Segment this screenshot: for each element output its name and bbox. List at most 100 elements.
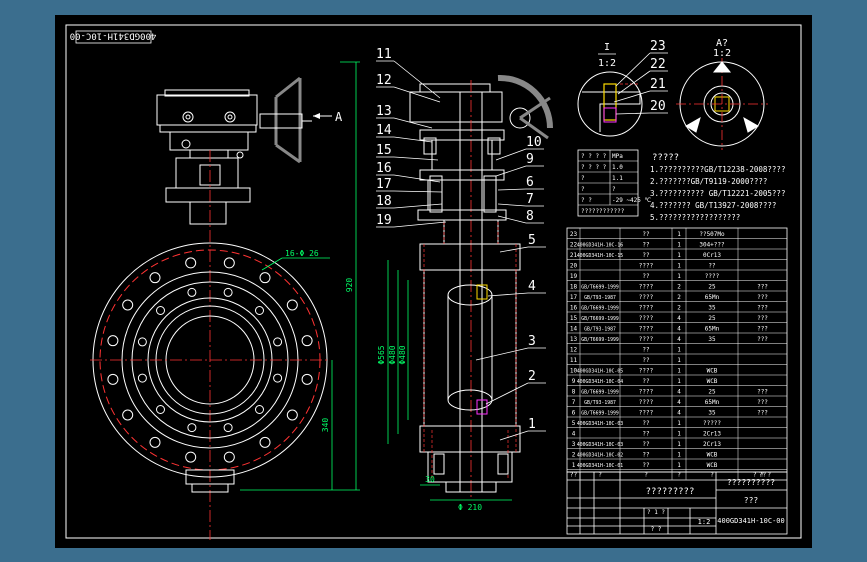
bom-cell: 35 [708,336,716,343]
dim-30: 30 [425,475,435,484]
bom-cell: ???? [639,410,654,417]
code-box [75,30,152,44]
balloon-label: 19 [376,213,392,228]
balloon-label: 14 [376,123,392,138]
balloon-label: 11 [376,47,392,62]
title-block-title: ????????? [646,487,695,497]
bom-cell: GB/T6699-1999 [581,285,619,291]
bom-header-cell: ? [644,472,648,479]
bom-cell: 22 [570,242,578,249]
spec-cell: ? [581,175,585,182]
section-bolts [423,137,509,475]
dim-340: 340 [321,418,330,433]
bom-cell: 14 [570,326,578,333]
bolt-hole [149,436,161,448]
bolt-hole [149,272,161,284]
bom-header-cell: ? [598,472,602,479]
bom-cell: ?? [642,378,650,385]
bom-cell: ?? [642,273,650,280]
bom-cell: ??? [757,336,768,343]
bom-cell: 1 [677,263,681,270]
bolt-hole [286,299,298,311]
bom-cell: 18 [570,284,578,291]
bom-cell: ????? [703,420,721,427]
bolt-hole [122,409,134,421]
bom-cell: WCB [707,452,718,459]
dim-height: 920 [345,278,354,293]
view-arrow: A [313,110,343,124]
bom-cell: GB/T6699-1999 [581,411,619,417]
inner-bolt-hole [273,373,283,383]
title-block-sheet: ? ? [651,526,662,533]
code-box-text: 400GD341H-10C-00 [70,31,157,41]
bom-cell: 10 [570,368,578,375]
balloon-label: 10 [526,135,542,150]
inner-bolt-hole [187,423,197,433]
bom-cell: ?? [642,420,650,427]
bom-cell: GB/T6699-1999 [581,337,619,343]
bolt-hole [185,257,197,269]
inner-bolt-hole [223,423,233,433]
inner-bolt-hole [137,373,147,383]
bom-cell: ?? [642,347,650,354]
bom-cell: 20 [570,263,578,270]
bom-cell: ???? [639,315,654,322]
inner-bolt-hole [273,337,283,347]
bom-cell: 5 [572,420,576,427]
bom-cell: 3 [572,441,576,448]
tech-note: 2.???????GB/T9119-2000???? [650,177,767,186]
bom-cell: 2Cr13 [703,431,721,438]
bom-header-cell: ? [710,472,714,479]
dim-vert-2: Φ480 [388,345,397,364]
bom-cell: 400GD341H-10C-04 [577,379,623,385]
bom-cell: 1 [572,462,576,469]
bolt-hole [122,299,134,311]
tech-notes: 1.??????????GB/T12238-2008????2.???????G… [650,165,785,222]
bom-cell: 1 [677,252,681,259]
bom-cell: GB/T93-1987 [584,327,616,333]
dim-vert-3: Φ480 [398,345,407,364]
bom-cell: 35 [708,410,716,417]
bom-cell: ???? [705,273,720,280]
bolt-hole [259,272,271,284]
balloon-label: 1 [528,417,536,432]
balloon-label: 16 [376,161,392,176]
detail-balloon-label: 20 [650,99,666,114]
bolt-hole [286,409,298,421]
bom-cell: 400GD341H-10C-15 [577,253,623,259]
bom-header-cell: ? [677,472,681,479]
tech-note: 4.??????? GB/T13927-2008???? [650,201,776,210]
bom-cell: 65Mn [705,294,720,301]
dim-vert-1: Φ565 [377,345,386,364]
bolt-hole [223,451,235,463]
bom-cell: 400GD341H-10C-05 [577,369,623,375]
bom-cell: ?? [642,431,650,438]
bom-cell: 304+??? [699,242,725,249]
balloon-label: 15 [376,143,392,158]
bom-cell: 400GD341H-10C-03 [577,442,623,448]
bom-cell: 1 [677,441,681,448]
bom-cell: 23 [570,231,578,238]
bom-cell: 1 [677,420,681,427]
front-view [90,76,330,540]
bom-cell: 4 [677,410,681,417]
balloon-label: 4 [528,279,536,294]
inner-bolt-hole [223,287,233,297]
spec-cell: -29 ~425 ℃ [612,197,652,204]
spec-cell: ? ? ? ? [581,153,607,160]
detail-scale-left: 1:2 [598,58,616,69]
bom-cell: 4 [677,326,681,333]
bom-cell: ???? [639,368,654,375]
bom-cell: 1 [677,242,681,249]
section-view [409,74,553,500]
bom-cell: ??? [757,410,768,417]
title-block [566,471,788,535]
bom-cell: 400GD341H-10C-02 [577,453,623,459]
bolt-note: 16-Φ 26 [285,249,319,258]
detail-balloon-label: 21 [650,77,666,92]
bom-header-right: ? ? ? [753,472,771,479]
bom-cell: ??? [757,305,768,312]
bom-cell: 2 [677,305,681,312]
